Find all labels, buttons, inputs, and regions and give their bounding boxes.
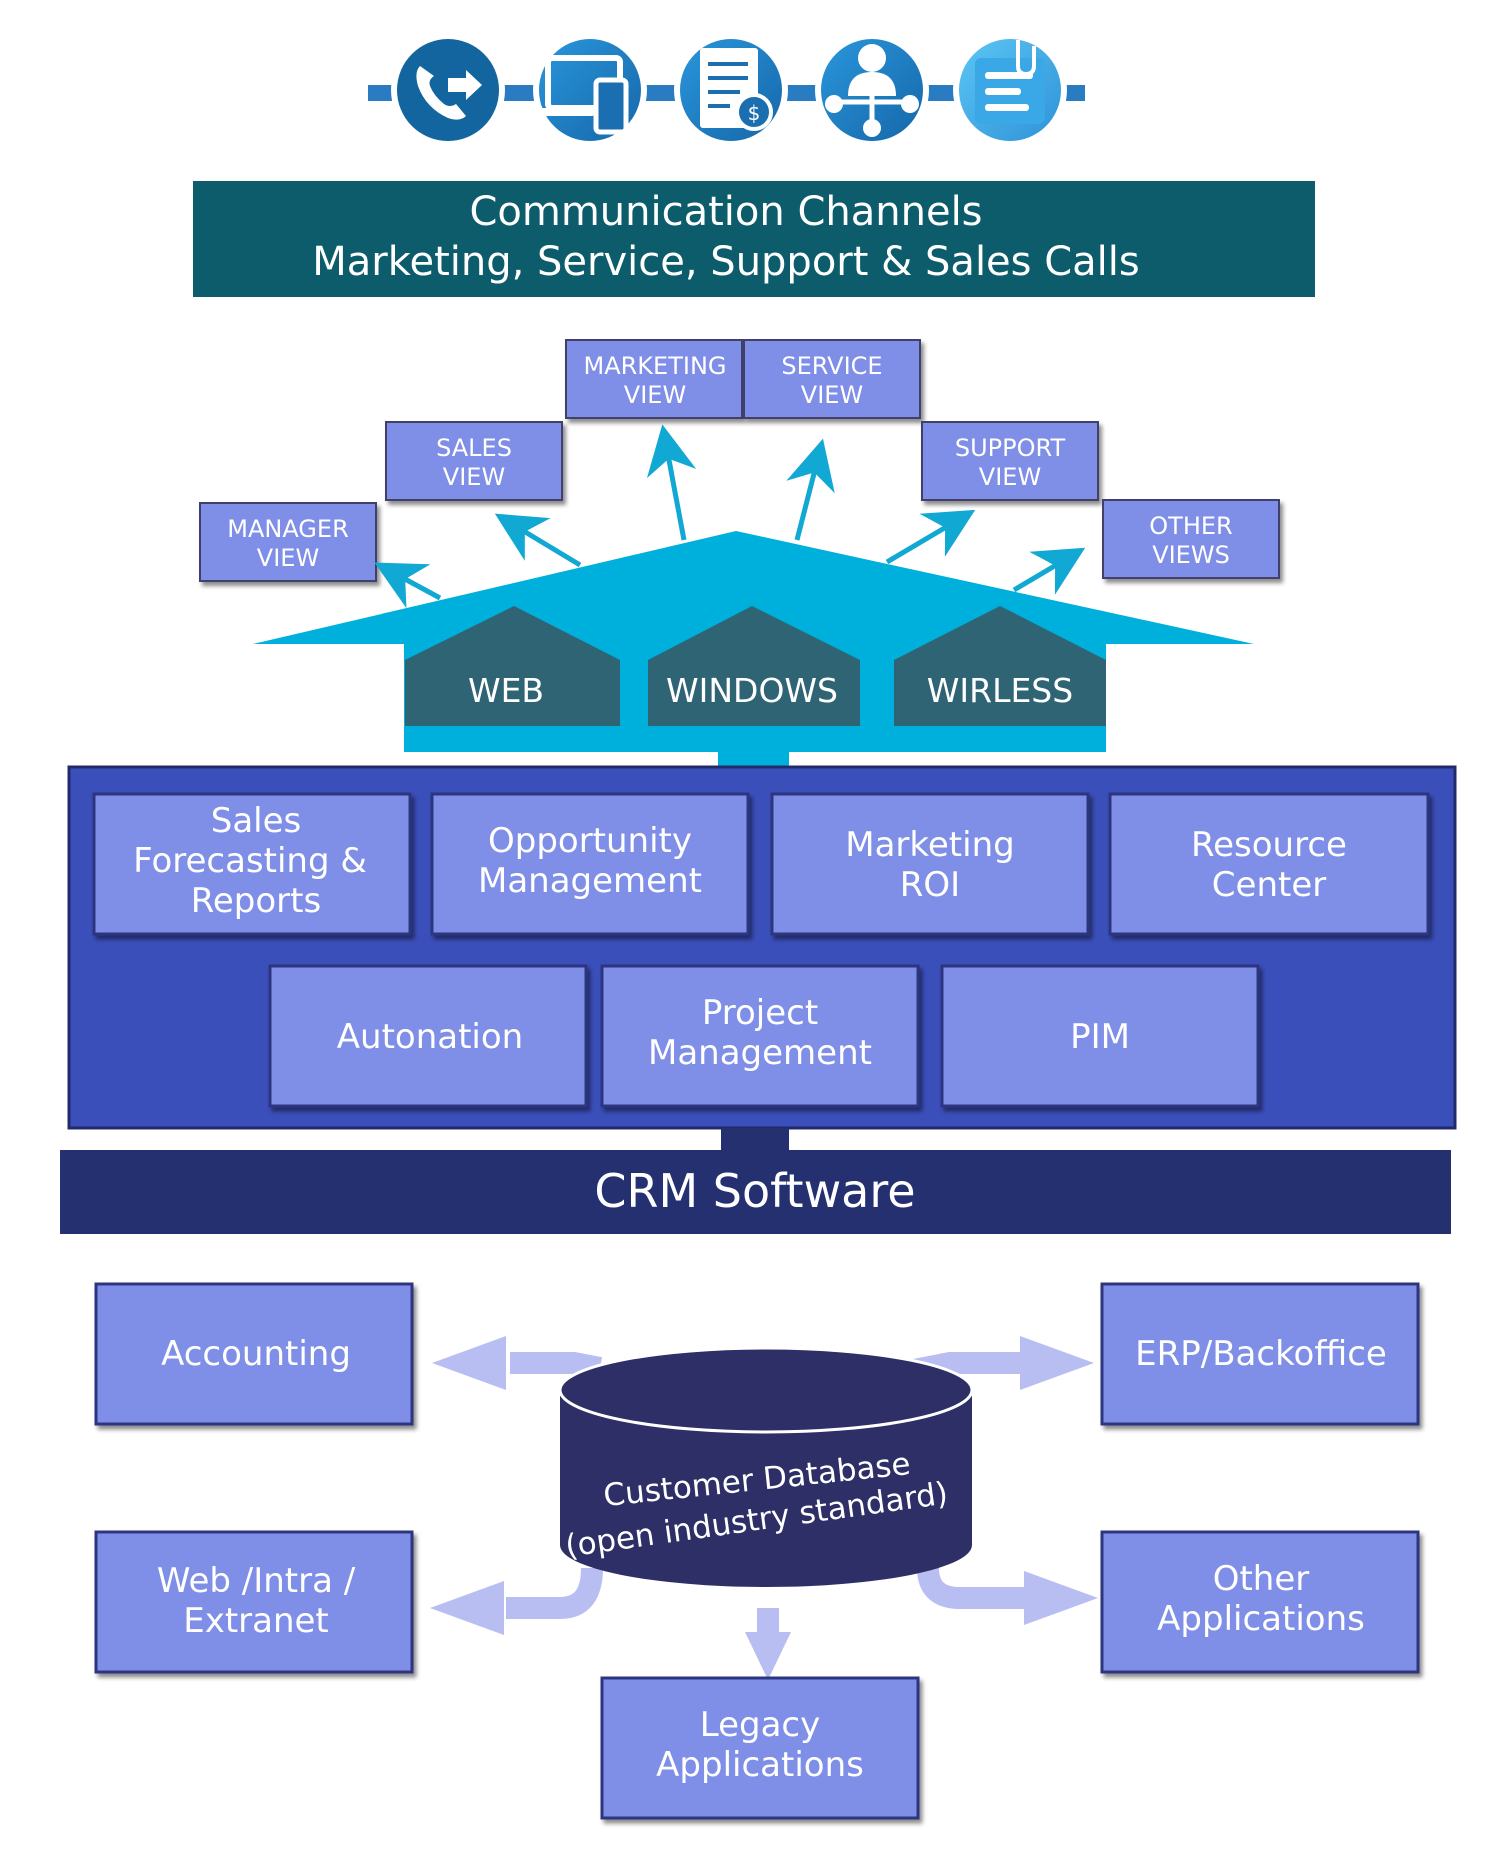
view-sales-line1: SALES [436, 434, 512, 462]
integration-web-intranet[interactable]: Web /Intra / Extranet [94, 1530, 414, 1674]
integration-other-apps-line1: Other [1213, 1559, 1310, 1599]
view-support[interactable]: SUPPORT VIEW [921, 421, 1099, 501]
view-support-line2: VIEW [979, 463, 1041, 491]
arrow-to-manager-view [374, 562, 442, 609]
arrow-to-service-view [786, 438, 835, 541]
integrations-group: Accounting ERP/Backoffice Web /Intra / E… [94, 1282, 1420, 1820]
integration-accounting[interactable]: Accounting [94, 1282, 414, 1426]
arrow-to-other-views [1012, 547, 1086, 595]
note-clip-icon [953, 33, 1067, 147]
phone-transfer-icon [391, 33, 505, 147]
connector-web-intranet [506, 1567, 603, 1619]
svg-text:$: $ [748, 101, 761, 125]
customer-database[interactable]: Customer Database (open industry standar… [558, 1346, 974, 1587]
module-sales-forecasting-line1: Sales [211, 801, 302, 841]
devices-icon [533, 33, 647, 147]
platform-web[interactable]: WEB [405, 606, 620, 726]
platform-windows-label: WINDOWS [666, 671, 838, 710]
arrow-to-sales-view [494, 513, 582, 568]
view-other-line2: VIEWS [1152, 541, 1230, 569]
module-sales-forecasting-line3: Reports [191, 881, 321, 921]
module-project-line2: Management [648, 1033, 872, 1073]
platform-wirless[interactable]: WIRLESS [894, 606, 1106, 726]
integration-legacy[interactable]: Legacy Applications [600, 1676, 920, 1820]
platform-wirless-label: WIRLESS [927, 671, 1073, 710]
communication-channels-banner: Communication Channels Marketing, Servic… [193, 181, 1315, 297]
view-manager[interactable]: MANAGER VIEW [199, 502, 377, 582]
channel-icons-row: $ [368, 33, 1085, 147]
arrowhead-other-apps [1024, 1571, 1098, 1625]
view-service-line1: SERVICE [781, 352, 882, 380]
module-resource-center-line1: Resource [1191, 825, 1347, 865]
integration-erp[interactable]: ERP/Backoffice [1100, 1282, 1420, 1426]
module-autonation-line1: Autonation [337, 1017, 523, 1057]
connector-other-apps [917, 1567, 1028, 1609]
module-marketing-roi-line2: ROI [900, 865, 960, 905]
view-marketing-line2: VIEW [624, 381, 686, 409]
module-autonation[interactable]: Autonation [268, 964, 588, 1108]
module-pim-line1: PIM [1070, 1017, 1130, 1057]
integration-other-apps[interactable]: Other Applications [1100, 1530, 1420, 1674]
invoice-icon: $ [674, 33, 788, 147]
integration-other-apps-line2: Applications [1157, 1599, 1365, 1639]
arrowhead-web-intranet [430, 1581, 504, 1635]
platform-house: WEB WINDOWS WIRLESS [253, 531, 1254, 768]
modules-panel: Sales Forecasting & Reports Opportunity … [67, 765, 1457, 1130]
banner-line-2: Marketing, Service, Support & Sales Call… [312, 239, 1139, 285]
arrowhead-legacy [745, 1632, 791, 1680]
view-other[interactable]: OTHER VIEWS [1102, 499, 1280, 579]
arrowhead-accounting [432, 1336, 506, 1390]
view-marketing-line1: MARKETING [584, 352, 727, 380]
view-service-line2: VIEW [801, 381, 863, 409]
module-pim[interactable]: PIM [940, 964, 1260, 1108]
module-marketing-roi[interactable]: Marketing ROI [770, 792, 1090, 936]
connector-accounting [510, 1352, 603, 1379]
crm-software-bar: CRM Software [60, 1128, 1451, 1234]
view-other-line1: OTHER [1149, 512, 1232, 540]
view-manager-line2: VIEW [257, 544, 319, 572]
platform-windows[interactable]: WINDOWS [648, 606, 860, 726]
integration-accounting-line1: Accounting [161, 1334, 351, 1374]
view-arrows [374, 424, 1086, 609]
database-arrowheads [430, 1336, 1098, 1680]
platform-web-label: WEB [468, 671, 544, 710]
crm-title: CRM Software [594, 1164, 915, 1218]
arrow-to-marketing-view [646, 424, 697, 541]
arrow-to-support-view [885, 509, 976, 565]
crm-connector [721, 1128, 789, 1150]
user-network-icon [815, 33, 929, 147]
module-sales-forecasting-line2: Forecasting & [133, 841, 367, 881]
module-opportunity-line1: Opportunity [488, 821, 692, 861]
view-marketing[interactable]: MARKETING VIEW [565, 339, 743, 419]
integration-legacy-line1: Legacy [700, 1705, 821, 1745]
arrowhead-erp [1020, 1336, 1094, 1390]
module-resource-center[interactable]: Resource Center [1108, 792, 1430, 936]
view-support-line1: SUPPORT [955, 434, 1066, 462]
integration-web-intranet-line1: Web /Intra / [157, 1561, 356, 1601]
views-group: MANAGER VIEW SALES VIEW MARKETING VIEW S… [199, 339, 1280, 582]
module-project[interactable]: Project Management [600, 964, 920, 1108]
module-marketing-roi-line1: Marketing [845, 825, 1014, 865]
module-opportunity-line2: Management [478, 861, 702, 901]
module-opportunity[interactable]: Opportunity Management [430, 792, 750, 936]
integration-legacy-line2: Applications [656, 1745, 864, 1785]
banner-line-1: Communication Channels [469, 189, 982, 235]
view-service[interactable]: SERVICE VIEW [743, 339, 921, 419]
module-sales-forecasting[interactable]: Sales Forecasting & Reports [92, 792, 412, 936]
view-sales-line2: VIEW [443, 463, 505, 491]
module-project-line1: Project [702, 993, 818, 1033]
view-manager-line1: MANAGER [227, 515, 349, 543]
integration-erp-line1: ERP/Backoffice [1135, 1334, 1387, 1374]
module-resource-center-line2: Center [1212, 865, 1326, 905]
view-sales[interactable]: SALES VIEW [385, 421, 563, 501]
integration-web-intranet-line2: Extranet [183, 1601, 329, 1641]
